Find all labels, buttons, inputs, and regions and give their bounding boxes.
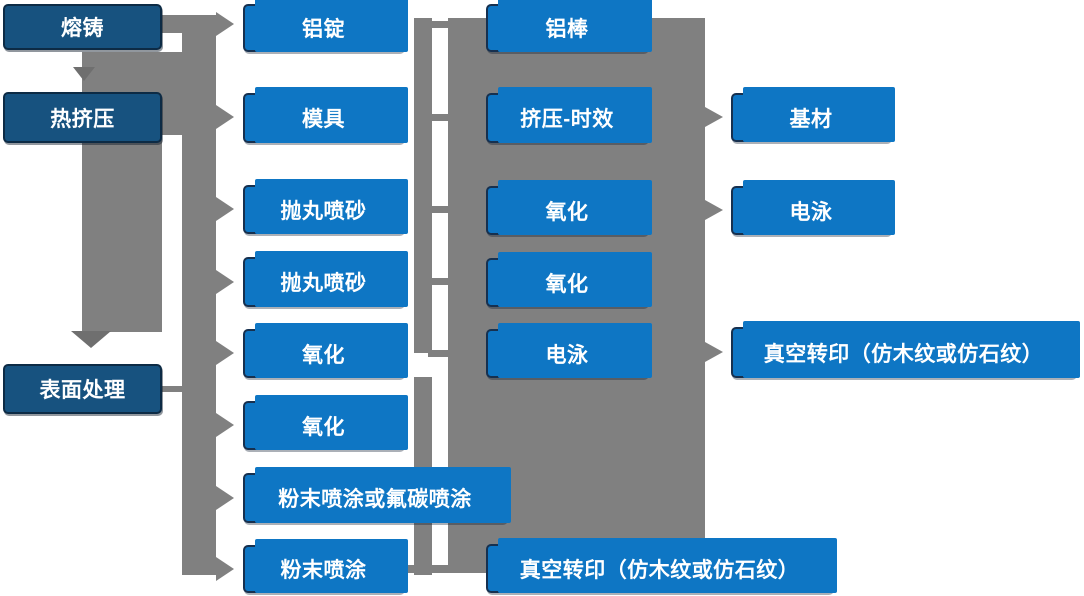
node-vacuum-transfer-print-b: 真空转印（仿木纹或仿石纹） <box>486 538 837 593</box>
node-electrophoresis-b: 电泳 <box>731 180 895 235</box>
arrow-to-oxidation-a-icon <box>216 341 234 365</box>
arrow-to-mold-icon <box>216 105 234 129</box>
node-surface-treatment: 表面处理 <box>3 364 162 414</box>
node-aluminum-ingot: 铝锭 <box>243 0 408 52</box>
arrow-to-shot-blasting-1-icon <box>216 197 234 221</box>
node-mold: 模具 <box>243 87 408 143</box>
node-oxidation-a: 氧化 <box>243 323 408 378</box>
stub-electrophoresis <box>428 350 450 357</box>
arrow-to-electrophoresis-b-icon <box>705 200 723 220</box>
arrow-to-surface-treatment-icon <box>71 331 111 348</box>
node-electrophoresis-a: 电泳 <box>486 323 652 378</box>
node-melt-casting: 熔铸 <box>3 4 162 50</box>
arrow-to-base-material-icon <box>705 107 723 127</box>
stub-extrusion-aging <box>428 114 450 121</box>
node-vacuum-transfer-print-a: 真空转印（仿木纹或仿石纹） <box>731 321 1080 378</box>
node-extrusion-aging: 挤压-时效 <box>486 87 652 143</box>
stub-surface-treatment <box>162 386 184 392</box>
arrow-to-oxidation-b-icon <box>216 413 234 437</box>
node-shot-blasting-2: 抛丸喷砂 <box>243 251 408 307</box>
node-base-material: 基材 <box>731 87 895 142</box>
node-powder-coating: 粉末喷涂 <box>243 539 408 593</box>
node-aluminum-rod: 铝棒 <box>486 0 652 52</box>
node-oxidation-c: 氧化 <box>486 180 652 235</box>
stub-oxidation-c <box>428 206 450 213</box>
node-hot-extrusion: 热挤压 <box>3 92 162 143</box>
node-powder-or-fluorocarbon-coating: 粉末喷涂或氟碳喷涂 <box>243 467 511 523</box>
arrow-to-shot-blasting-2-icon <box>216 270 234 294</box>
stub-powder-to-vacuum <box>405 565 486 573</box>
arrow-to-powder-or-fluorocarbon-icon <box>216 486 234 510</box>
arrow-to-vacuum-transfer-a-icon <box>705 342 723 362</box>
node-oxidation-d: 氧化 <box>486 252 652 307</box>
node-oxidation-b: 氧化 <box>243 395 408 450</box>
arrow-to-aluminum-ingot-icon <box>216 12 234 36</box>
link-bar-upper <box>414 18 432 353</box>
arrow-to-hot-extrusion-icon <box>73 67 95 81</box>
stub-aluminum-rod <box>428 21 450 28</box>
fanout-bar <box>182 15 216 575</box>
arrow-to-powder-coating-icon <box>216 557 234 581</box>
stub-oxidation-d <box>428 278 450 285</box>
node-shot-blasting-1: 抛丸喷砂 <box>243 179 408 234</box>
